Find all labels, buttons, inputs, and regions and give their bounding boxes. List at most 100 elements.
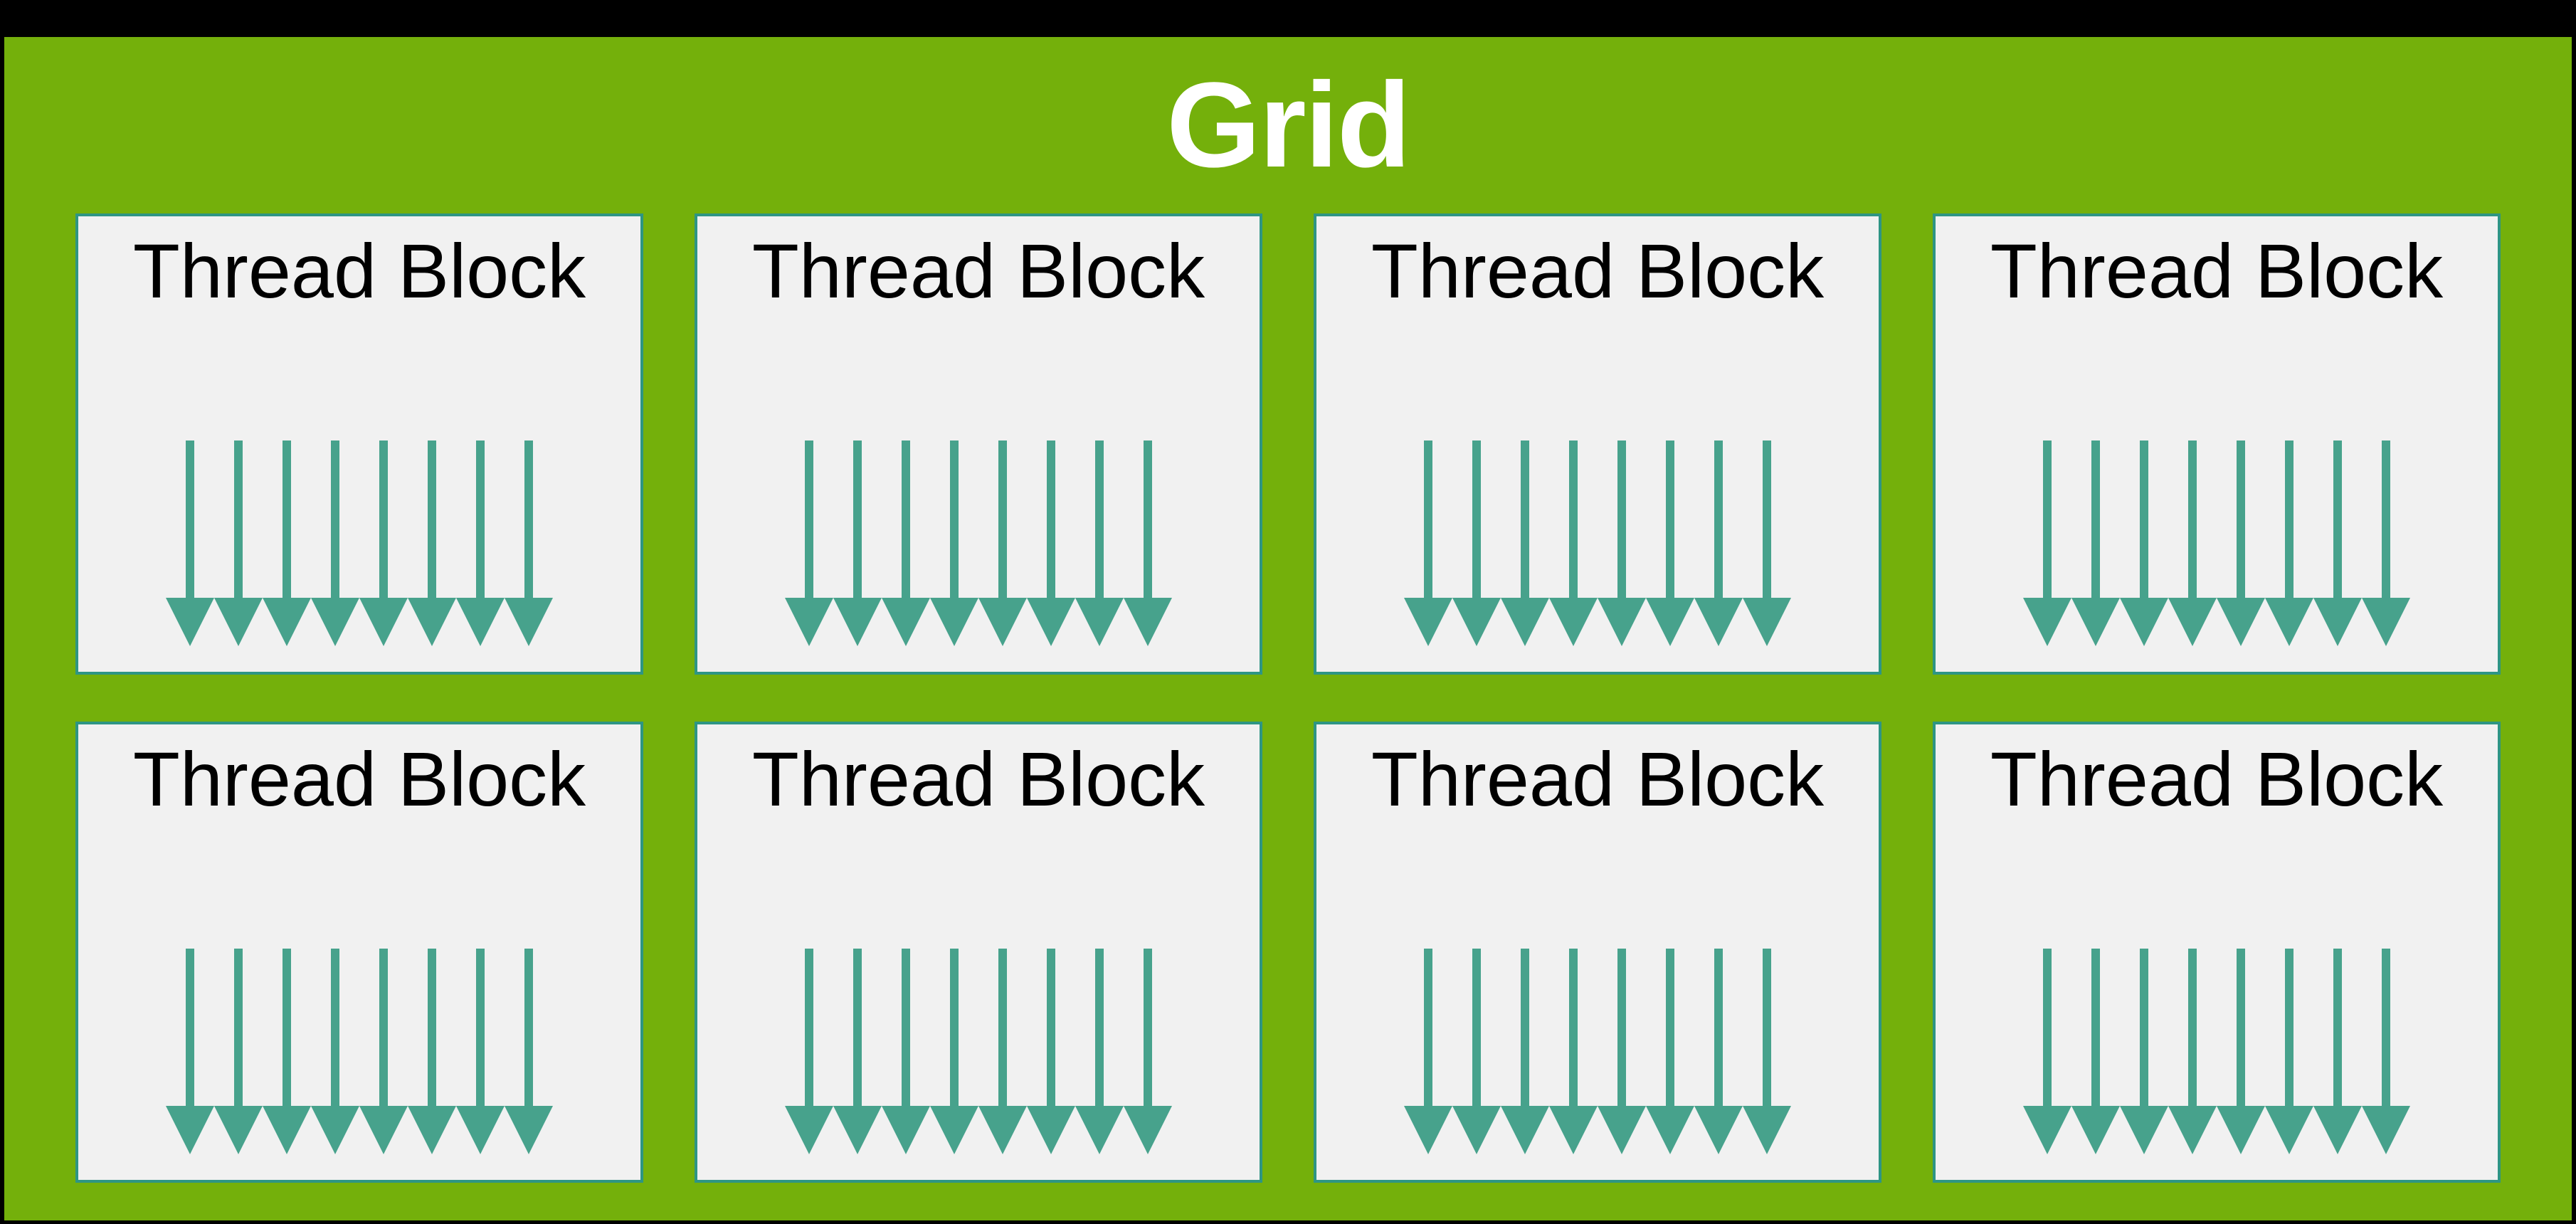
- arrow-stem: [2043, 949, 2052, 1107]
- thread-arrow-down-icon: [1646, 440, 1694, 646]
- arrow-stem: [476, 440, 485, 598]
- thread-block-label: Thread Block: [1371, 736, 1825, 822]
- thread-block: Thread Block: [1933, 213, 2501, 675]
- thread-arrow-down-icon: [2217, 440, 2265, 646]
- arrow-stem: [331, 440, 339, 598]
- arrow-stem: [998, 440, 1007, 598]
- arrow-head: [2071, 598, 2120, 646]
- thread-arrow-down-icon: [1743, 949, 1791, 1154]
- arrow-head: [1075, 598, 1124, 646]
- thread-arrow-down-icon: [1075, 949, 1124, 1154]
- arrow-stem: [1617, 440, 1626, 598]
- thread-arrows: [697, 949, 1260, 1154]
- thread-arrow-down-icon: [1694, 949, 1743, 1154]
- thread-arrow-down-icon: [359, 949, 408, 1154]
- thread-arrow-down-icon: [214, 949, 263, 1154]
- thread-arrow-down-icon: [2071, 440, 2120, 646]
- thread-arrow-down-icon: [2168, 440, 2217, 646]
- arrow-stem: [950, 949, 959, 1107]
- thread-arrow-down-icon: [1404, 440, 1452, 646]
- arrow-head: [456, 1106, 505, 1154]
- arrow-stem: [1095, 440, 1104, 598]
- arrow-stem: [902, 949, 910, 1107]
- thread-block-label: Thread Block: [751, 228, 1205, 314]
- thread-arrow-down-icon: [785, 440, 833, 646]
- arrow-stem: [2237, 440, 2245, 598]
- thread-arrow-down-icon: [2217, 949, 2265, 1154]
- arrow-stem: [2188, 440, 2197, 598]
- thread-arrow-down-icon: [2120, 440, 2168, 646]
- arrow-head: [311, 598, 359, 646]
- grid-title: Grid: [1166, 58, 1410, 193]
- arrow-stem: [2140, 949, 2148, 1107]
- thread-arrow-down-icon: [505, 440, 553, 646]
- arrow-stem: [998, 949, 1007, 1107]
- thread-arrow-down-icon: [833, 440, 882, 646]
- thread-arrows: [697, 440, 1260, 646]
- thread-arrow-down-icon: [1501, 440, 1549, 646]
- thread-arrow-down-icon: [1549, 949, 1598, 1154]
- arrow-head: [1694, 1106, 1743, 1154]
- thread-arrow-down-icon: [408, 440, 456, 646]
- arrow-stem: [2188, 949, 2197, 1107]
- arrow-head: [978, 1106, 1027, 1154]
- arrow-head: [2313, 1106, 2362, 1154]
- arrow-stem: [2140, 440, 2148, 598]
- thread-arrow-down-icon: [882, 949, 930, 1154]
- arrow-stem: [2333, 440, 2342, 598]
- thread-block: Thread Block: [695, 213, 1262, 675]
- arrow-head: [1743, 598, 1791, 646]
- thread-arrows: [1936, 949, 2498, 1154]
- arrow-head: [882, 1106, 930, 1154]
- thread-arrow-down-icon: [1694, 440, 1743, 646]
- thread-arrow-down-icon: [2120, 949, 2168, 1154]
- arrow-head: [2362, 598, 2410, 646]
- arrow-head: [1124, 1106, 1172, 1154]
- arrow-head: [2023, 1106, 2071, 1154]
- arrow-head: [1404, 1106, 1452, 1154]
- arrow-stem: [1144, 949, 1152, 1107]
- thread-arrow-down-icon: [456, 949, 505, 1154]
- arrow-stem: [853, 440, 862, 598]
- arrow-head: [505, 1106, 553, 1154]
- thread-arrow-down-icon: [882, 440, 930, 646]
- arrow-stem: [476, 949, 485, 1107]
- arrow-head: [1027, 598, 1075, 646]
- thread-arrow-down-icon: [1598, 440, 1646, 646]
- arrow-stem: [2285, 949, 2293, 1107]
- arrow-stem: [234, 949, 243, 1107]
- thread-arrow-down-icon: [1027, 949, 1075, 1154]
- thread-arrow-down-icon: [978, 440, 1027, 646]
- arrow-head: [1404, 598, 1452, 646]
- thread-arrow-down-icon: [1646, 949, 1694, 1154]
- arrow-stem: [2237, 949, 2245, 1107]
- thread-arrow-down-icon: [1075, 440, 1124, 646]
- arrow-stem: [283, 949, 291, 1107]
- arrow-head: [505, 598, 553, 646]
- thread-block-label: Thread Block: [1990, 736, 2444, 822]
- thread-arrow-down-icon: [2313, 440, 2362, 646]
- arrow-stem: [428, 440, 436, 598]
- arrow-stem: [1472, 949, 1481, 1107]
- arrow-head: [263, 1106, 311, 1154]
- arrow-head: [930, 1106, 978, 1154]
- arrow-stem: [1617, 949, 1626, 1107]
- arrow-stem: [186, 949, 194, 1107]
- arrow-head: [930, 598, 978, 646]
- arrow-stem: [805, 949, 813, 1107]
- arrow-head: [2217, 1106, 2265, 1154]
- thread-arrow-down-icon: [1501, 949, 1549, 1154]
- arrow-head: [2265, 1106, 2313, 1154]
- arrow-head: [456, 598, 505, 646]
- arrow-head: [214, 598, 263, 646]
- arrow-stem: [428, 949, 436, 1107]
- arrow-head: [1646, 1106, 1694, 1154]
- thread-arrow-down-icon: [1743, 440, 1791, 646]
- arrow-head: [1501, 598, 1549, 646]
- arrow-head: [214, 1106, 263, 1154]
- arrow-head: [1743, 1106, 1791, 1154]
- thread-arrow-down-icon: [930, 440, 978, 646]
- thread-arrow-down-icon: [2362, 440, 2410, 646]
